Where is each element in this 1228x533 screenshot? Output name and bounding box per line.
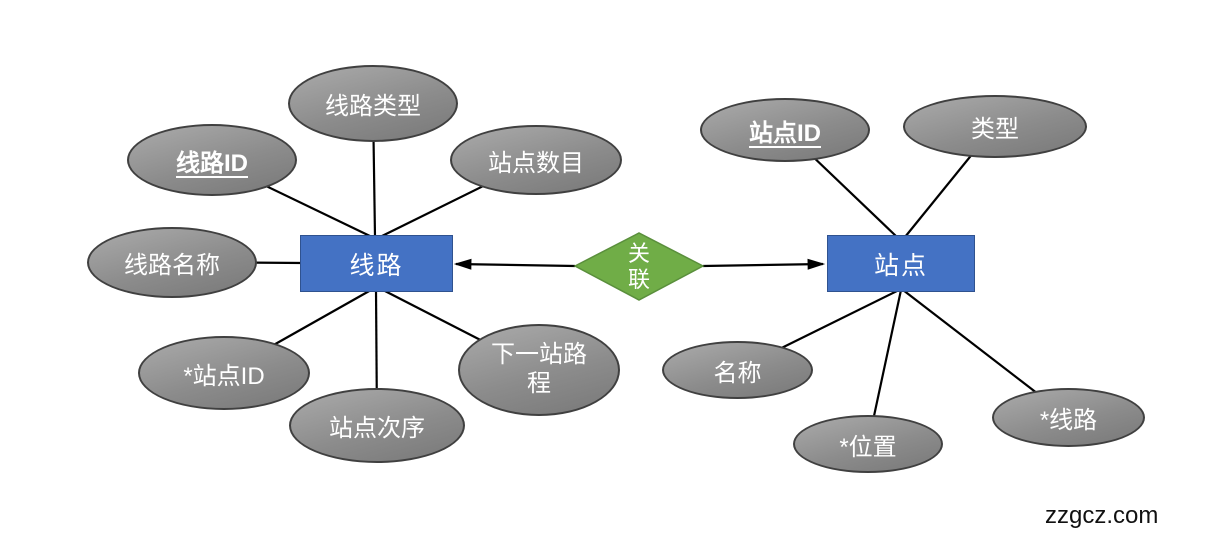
attribute-label: 类型 [971, 116, 1019, 143]
entity-label: 线路 [349, 251, 404, 280]
attribute-label: 站点次序 [329, 415, 425, 442]
attribute-station-id: 站点ID [700, 98, 870, 162]
attribute-fk-station-id: *站点ID [138, 336, 310, 410]
attribute-label: 下一站路程 [491, 341, 587, 397]
attribute-line-name: 线路名称 [87, 227, 257, 298]
attribute-station-location: *位置 [793, 415, 943, 473]
attribute-label: *位置 [839, 433, 897, 461]
attribute-station-name: 名称 [662, 341, 813, 399]
attribute-label: 站点数目 [488, 149, 584, 177]
attribute-label: 线路名称 [124, 252, 220, 279]
relationship-diamond-shape [573, 232, 705, 301]
relationship-label: 关联 [627, 241, 650, 292]
attribute-label: 线路类型 [325, 93, 421, 120]
watermark: zzgcz.com [1045, 502, 1159, 529]
attribute-label: 名称 [713, 359, 762, 387]
attribute-station-order: 站点次序 [289, 388, 465, 463]
attribute-label: *站点ID [183, 362, 265, 390]
attribute-next-station-distance: 下一站路程 [458, 324, 620, 416]
attribute-station-lines: *线路 [992, 388, 1145, 447]
entity-label: 站点 [873, 251, 928, 280]
attribute-station-count: 站点数目 [450, 125, 622, 195]
attribute-label: 站点ID [749, 119, 821, 147]
relationship-association: 关联 [575, 233, 703, 300]
entity-station: 站点 [827, 235, 975, 292]
attribute-label: *线路 [1039, 407, 1098, 434]
attribute-station-type: 类型 [903, 95, 1087, 158]
entity-line: 线路 [300, 235, 453, 292]
attribute-label: 线路ID [176, 149, 248, 177]
attribute-line-type: 线路类型 [288, 65, 458, 142]
attribute-line-id: 线路ID [127, 124, 297, 196]
